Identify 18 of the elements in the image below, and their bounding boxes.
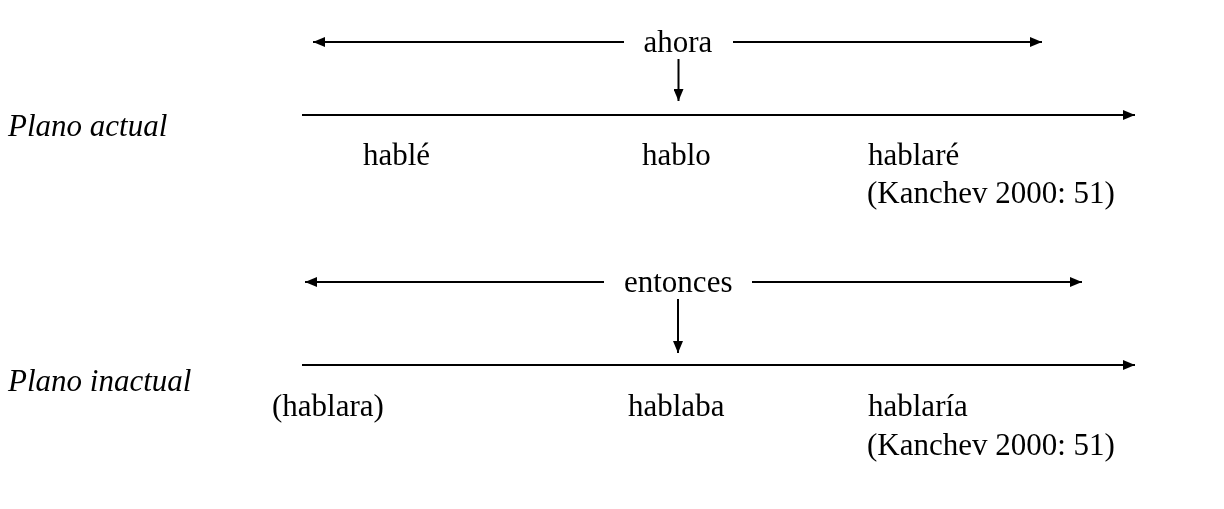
label: (Kanchev 2000: 51) <box>867 428 1115 462</box>
time-reference-label: ahora <box>643 25 713 59</box>
arrow <box>304 277 605 287</box>
plane-heading: Plano inactual <box>8 364 192 398</box>
arrow <box>673 58 684 102</box>
label: hablaba <box>628 389 725 423</box>
arrow <box>732 37 1043 47</box>
time-reference-label: entonces <box>624 265 733 299</box>
plane-heading: Plano actual <box>8 109 168 143</box>
label: hablaría <box>868 389 968 423</box>
label: (Kanchev 2000: 51) <box>867 176 1115 210</box>
arrow <box>673 298 683 354</box>
label: (hablara) <box>272 389 384 423</box>
arrow <box>751 277 1083 287</box>
label: hablo <box>642 138 711 172</box>
arrow <box>312 37 625 47</box>
label: hablaré <box>868 138 960 172</box>
label: hablé <box>363 138 431 172</box>
